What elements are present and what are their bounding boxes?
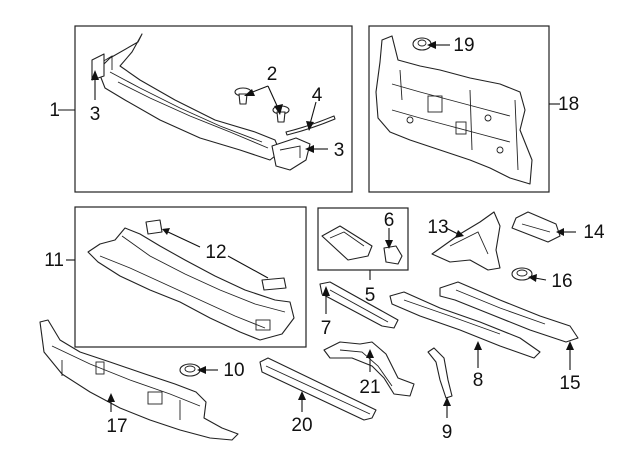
clip-6 xyxy=(383,245,403,265)
callout-5: 5 xyxy=(365,285,376,306)
leader-13 xyxy=(445,227,459,235)
grommet-16 xyxy=(511,267,533,281)
bracket-14 xyxy=(511,211,561,243)
cowl-top-panel xyxy=(91,33,281,161)
insulator-12-a xyxy=(145,219,163,235)
callout-4: 4 xyxy=(312,85,323,106)
callout-15: 15 xyxy=(559,373,580,394)
callout-19: 19 xyxy=(453,35,474,56)
rail-8 xyxy=(389,291,541,359)
group-box-11 xyxy=(74,206,307,348)
callout-12: 12 xyxy=(205,242,226,263)
bracket-13 xyxy=(431,211,501,271)
callout-13: 13 xyxy=(427,217,448,238)
leader-2 xyxy=(249,85,279,109)
callout-18: 18 xyxy=(558,94,579,115)
callout-8: 8 xyxy=(473,370,484,391)
callout-1: 1 xyxy=(49,100,60,121)
leader-16 xyxy=(534,277,547,281)
callout-7: 7 xyxy=(321,318,332,339)
group-box-5 xyxy=(317,207,409,271)
leader-4 xyxy=(309,101,317,125)
bracket-5-part xyxy=(321,225,373,261)
panel-17 xyxy=(39,319,239,441)
callout-11: 11 xyxy=(44,250,64,271)
callout-3b: 3 xyxy=(334,140,345,161)
callout-9: 9 xyxy=(442,422,453,443)
callout-17: 17 xyxy=(106,416,127,437)
callout-20: 20 xyxy=(291,415,312,436)
reinforcement-7 xyxy=(319,281,399,329)
brace-9 xyxy=(427,347,453,399)
sill-20 xyxy=(259,357,377,421)
leader-12 xyxy=(167,231,269,279)
callout-10: 10 xyxy=(223,360,244,381)
dash-panel xyxy=(375,35,533,185)
callout-14: 14 xyxy=(583,222,605,243)
callout-21: 21 xyxy=(359,377,380,398)
callout-2: 2 xyxy=(267,64,278,85)
grommet-19 xyxy=(412,37,432,51)
callout-3a: 3 xyxy=(90,104,101,125)
callout-16: 16 xyxy=(551,271,572,292)
insulator-12-b xyxy=(261,277,287,291)
bracket-3-right xyxy=(271,137,311,171)
callout-6: 6 xyxy=(384,210,395,231)
group-box-1 xyxy=(74,25,353,193)
rail-15 xyxy=(439,281,579,343)
cowl-panel xyxy=(87,227,295,341)
group-box-18 xyxy=(368,25,550,193)
